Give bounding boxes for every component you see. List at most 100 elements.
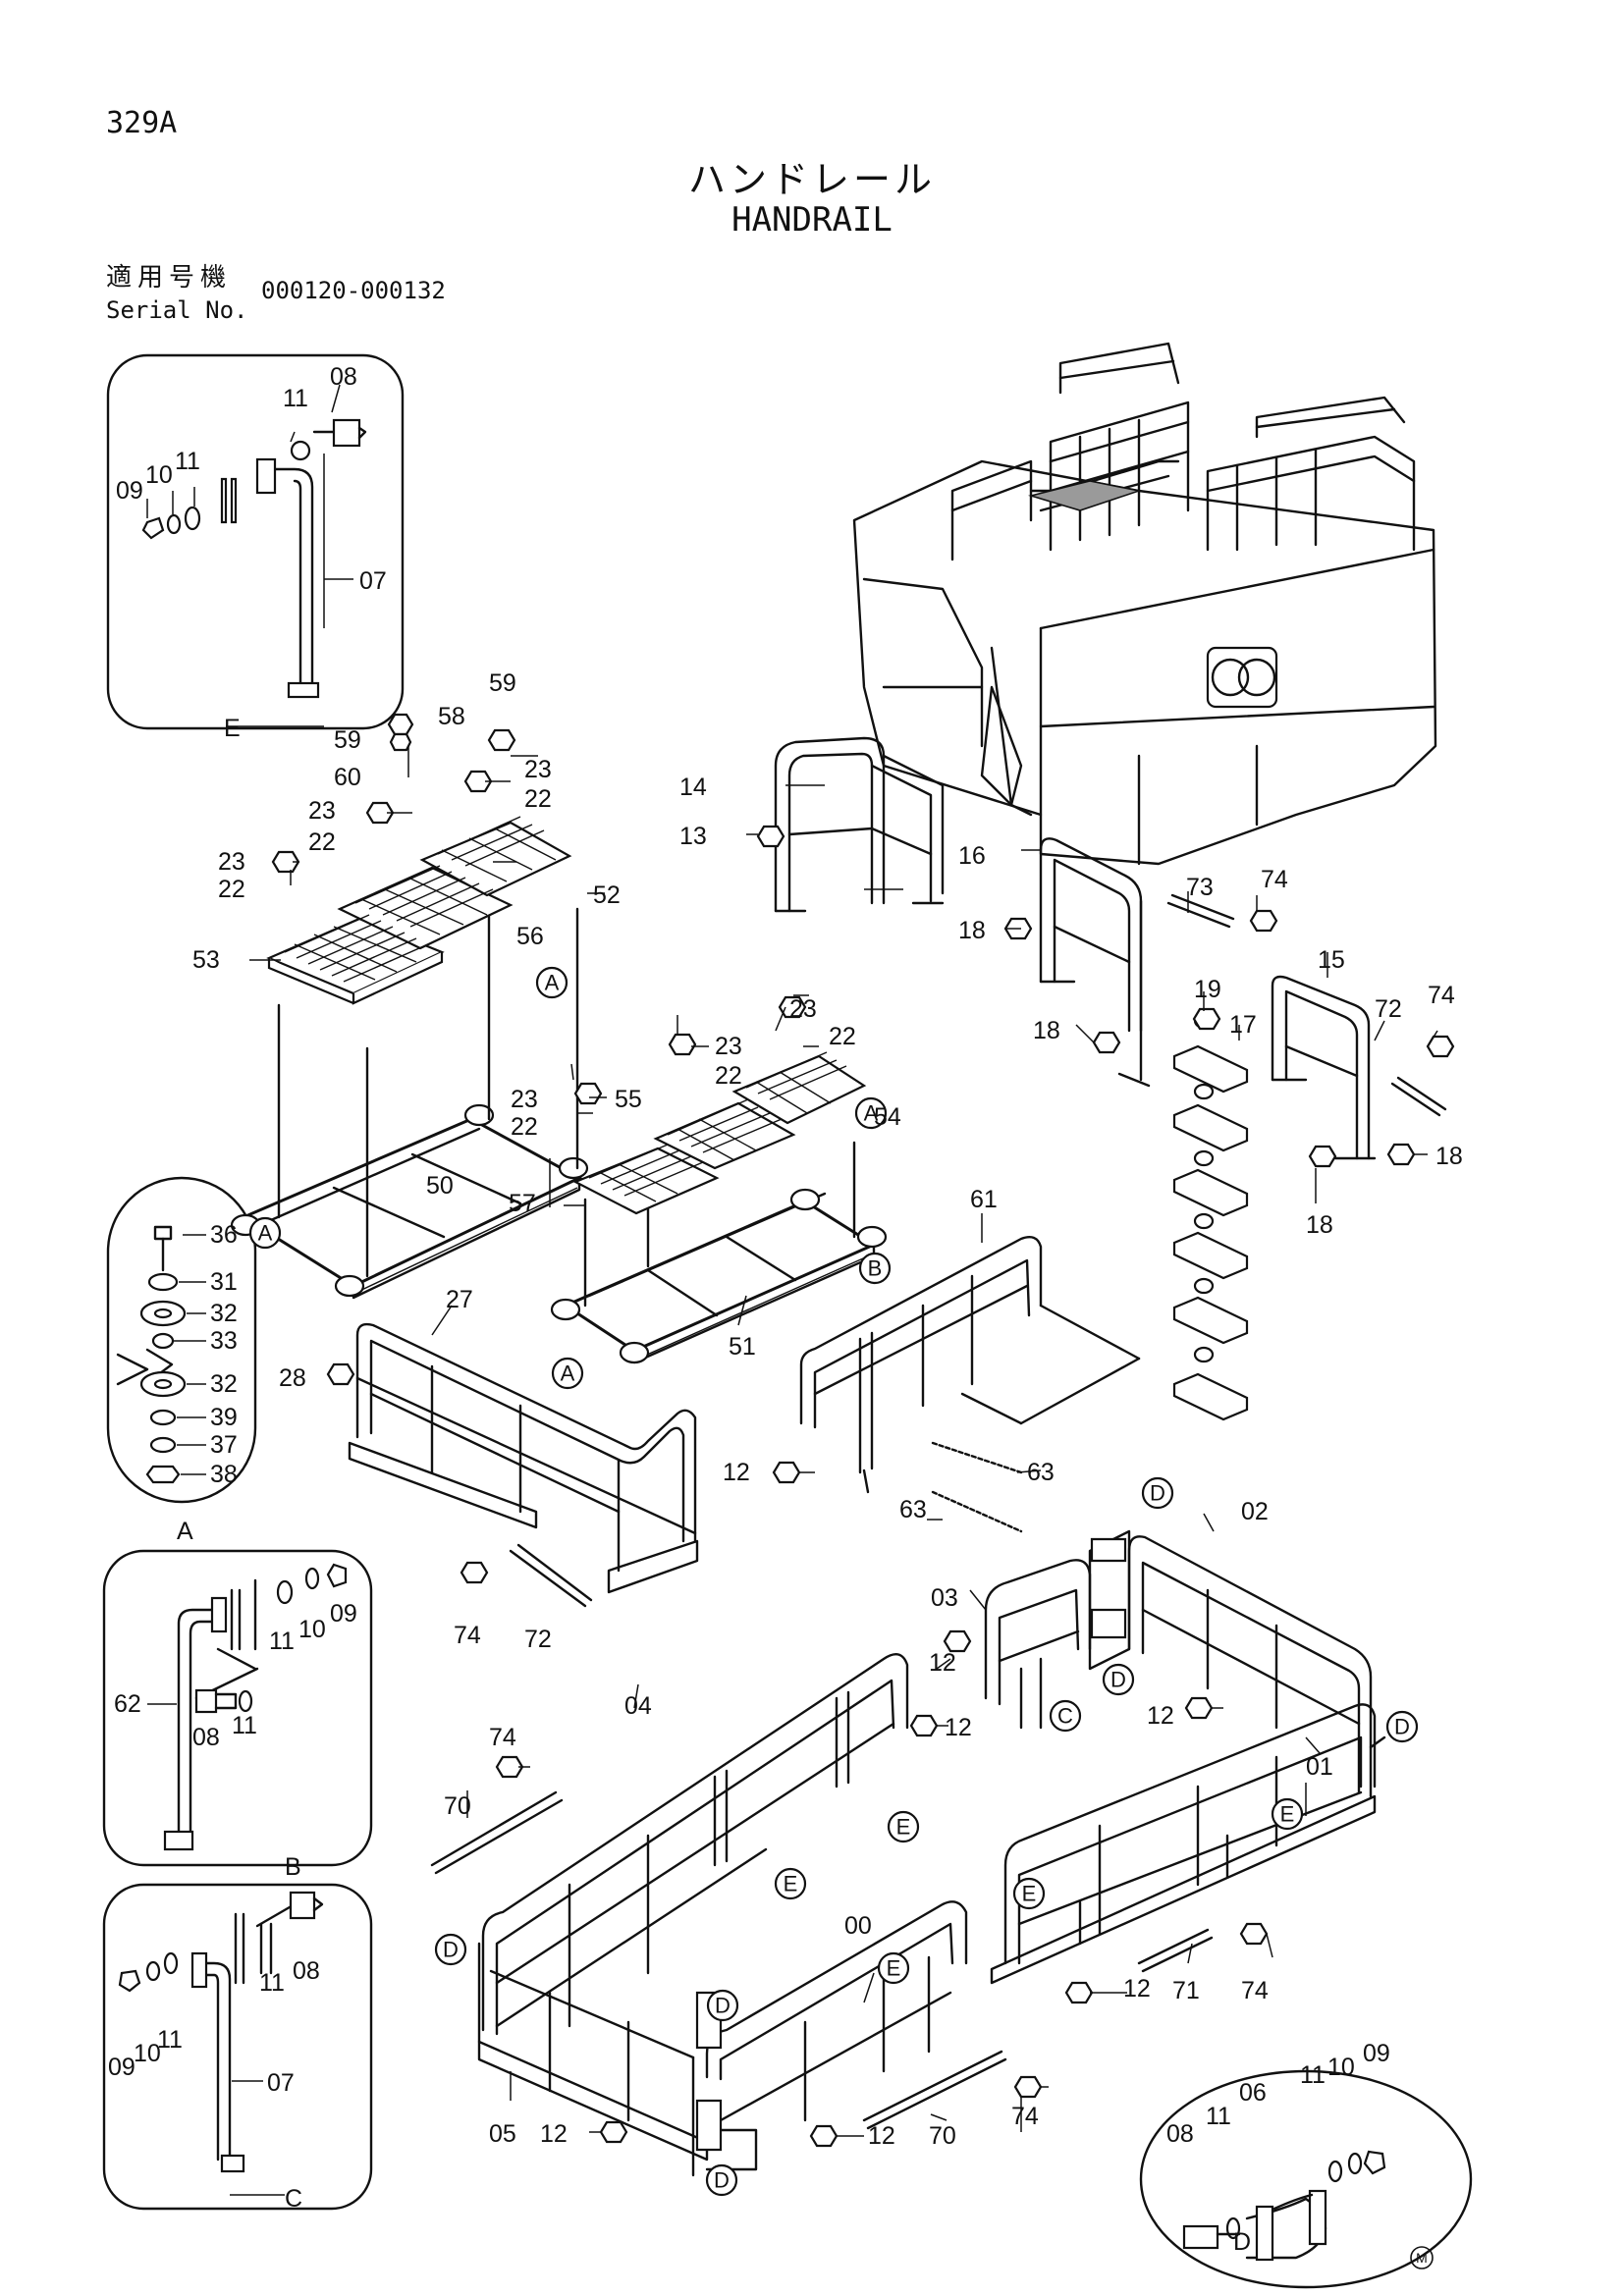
callout-09: 09	[330, 1600, 357, 1628]
support-rods	[430, 893, 1447, 2130]
callout-09: 09	[1363, 2040, 1390, 2067]
detail-label-d: D	[1233, 2228, 1251, 2256]
title-japanese: ハンドレール	[687, 158, 936, 201]
callout-23: 23	[715, 1033, 742, 1060]
callout-12: 12	[1123, 1975, 1151, 2002]
callout-50: 50	[426, 1172, 454, 1200]
callout-03: 03	[931, 1584, 958, 1612]
serial-label-japanese: 適用号機	[106, 263, 233, 293]
ref-marker-a-2: A	[248, 1216, 282, 1250]
callout-31: 31	[210, 1268, 238, 1296]
ref-marker-e-1: E	[887, 1810, 920, 1843]
callout-58: 58	[438, 703, 465, 730]
callout-08: 08	[1166, 2120, 1194, 2148]
detail-view-a	[106, 1176, 257, 1504]
callout-11: 11	[1206, 2103, 1231, 2130]
callout-38: 38	[210, 1461, 238, 1488]
corner-clamps	[695, 1537, 1127, 2152]
callout-74: 74	[1241, 1977, 1269, 2004]
callout-12: 12	[1147, 1702, 1174, 1730]
callout-09: 09	[116, 477, 143, 505]
callout-63: 63	[1027, 1459, 1055, 1486]
callout-59: 59	[489, 669, 516, 697]
ref-marker-b: B	[858, 1252, 892, 1285]
callout-63: 63	[899, 1496, 927, 1523]
callout-72: 72	[1375, 995, 1402, 1023]
svg-text:B: B	[868, 1256, 883, 1281]
callout-22: 22	[308, 828, 336, 856]
ref-marker-d-2: D	[1102, 1663, 1135, 1696]
callout-55: 55	[615, 1086, 642, 1113]
chain-63	[931, 1441, 1023, 1533]
callout-62: 62	[114, 1690, 141, 1718]
callout-11: 11	[1300, 2061, 1326, 2089]
page-number: 329A	[106, 106, 178, 140]
ref-marker-d-4: D	[434, 1933, 467, 1966]
svg-text:A: A	[864, 1101, 879, 1126]
callout-39: 39	[210, 1404, 238, 1431]
svg-text:E: E	[887, 1956, 901, 1981]
callout-05: 05	[489, 2120, 516, 2148]
callout-33: 33	[210, 1327, 238, 1355]
callout-13: 13	[679, 823, 707, 850]
callout-60: 60	[334, 764, 361, 791]
detail-label-c: C	[285, 2185, 302, 2213]
reference-markers: A A A A B C D D	[248, 966, 1434, 2269]
svg-text:A: A	[258, 1221, 273, 1246]
callout-11: 11	[175, 448, 200, 475]
svg-text:M: M	[1416, 2250, 1428, 2266]
detail-view-e	[106, 353, 405, 730]
handrail-04-frame	[481, 1653, 909, 2036]
callout-53: 53	[192, 946, 220, 974]
ref-marker-e-2: E	[774, 1867, 807, 1900]
svg-text:C: C	[1057, 1704, 1073, 1729]
handrail-15	[1271, 975, 1377, 1160]
callout-73: 73	[1186, 874, 1214, 901]
callout-10: 10	[145, 461, 173, 489]
callout-23: 23	[511, 1086, 538, 1113]
machine-body	[852, 342, 1437, 866]
deck-assembly-51	[550, 1141, 888, 1364]
callout-37: 37	[210, 1431, 238, 1459]
callout-11: 11	[232, 1712, 257, 1739]
callout-10: 10	[298, 1616, 326, 1643]
callout-16: 16	[958, 842, 986, 870]
detail-label-e: E	[224, 715, 241, 742]
callout-56: 56	[516, 923, 544, 950]
callout-18: 18	[1435, 1143, 1463, 1170]
callout-15: 15	[1318, 946, 1345, 974]
step-brackets-17	[1172, 1012, 1249, 1421]
ref-marker-e-4: E	[1012, 1877, 1046, 1910]
callout-23: 23	[789, 995, 817, 1023]
ref-marker-d-1: D	[1141, 1476, 1174, 1510]
callout-72: 72	[524, 1626, 552, 1653]
callout-74: 74	[1261, 866, 1288, 893]
callout-51: 51	[729, 1333, 756, 1361]
callout-22: 22	[218, 876, 245, 903]
callout-23: 23	[218, 848, 245, 876]
callout-19: 19	[1194, 976, 1221, 1003]
callout-22: 22	[829, 1023, 856, 1050]
callout-22: 22	[715, 1062, 742, 1090]
title-english: HANDRAIL	[731, 200, 893, 240]
callout-10: 10	[134, 2040, 161, 2067]
deck-assembly-50	[230, 907, 589, 1300]
detail-label-a: A	[177, 1518, 193, 1545]
detail-view-d	[1139, 2069, 1473, 2289]
callout-23: 23	[308, 797, 336, 825]
callout-70: 70	[929, 2122, 956, 2150]
detail-label-b: B	[285, 1853, 301, 1881]
ref-marker-c: C	[1049, 1699, 1082, 1733]
callout-52: 52	[593, 881, 621, 909]
callout-04: 04	[624, 1692, 652, 1720]
callout-54: 54	[874, 1103, 901, 1131]
handrail-03-frame	[984, 1529, 1131, 1730]
callout-74: 74	[454, 1622, 481, 1649]
callout-36: 36	[210, 1221, 238, 1249]
callout-12: 12	[929, 1649, 956, 1677]
callout-12: 12	[540, 2120, 568, 2148]
footer-mark: M	[1410, 2246, 1434, 2269]
handrail-61	[799, 1236, 1141, 1494]
svg-text:D: D	[1394, 1715, 1410, 1739]
